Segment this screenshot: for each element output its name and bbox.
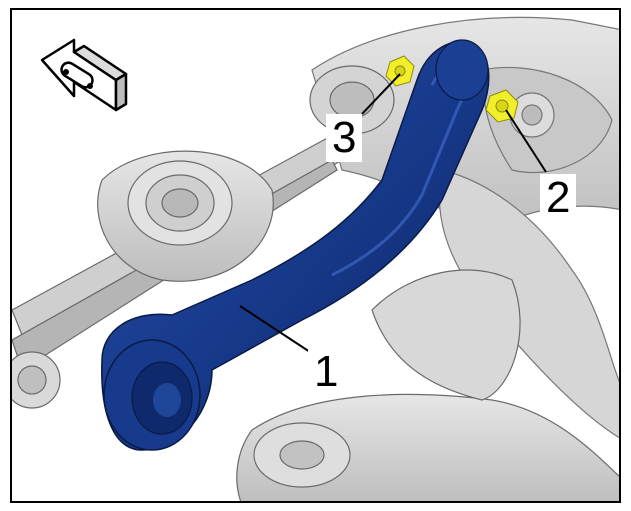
callout-label-3: 3 [326, 114, 363, 162]
outer-bolt [485, 89, 519, 123]
suspension-illustration [12, 16, 619, 501]
highlighted-control-arm [101, 39, 490, 451]
diagram-frame: 1 2 3 [10, 8, 621, 503]
callout-label-2: 2 [540, 174, 577, 222]
callout-leaders [239, 73, 547, 353]
callout-label-1: 1 [308, 348, 345, 396]
leader-3 [361, 73, 401, 115]
subframe-mount [97, 150, 274, 282]
lower-control-arm [236, 269, 619, 501]
inner-bolt [385, 55, 415, 87]
leader-1 [239, 305, 311, 353]
leader-2 [505, 109, 547, 173]
direction-of-travel-icon [40, 38, 128, 112]
